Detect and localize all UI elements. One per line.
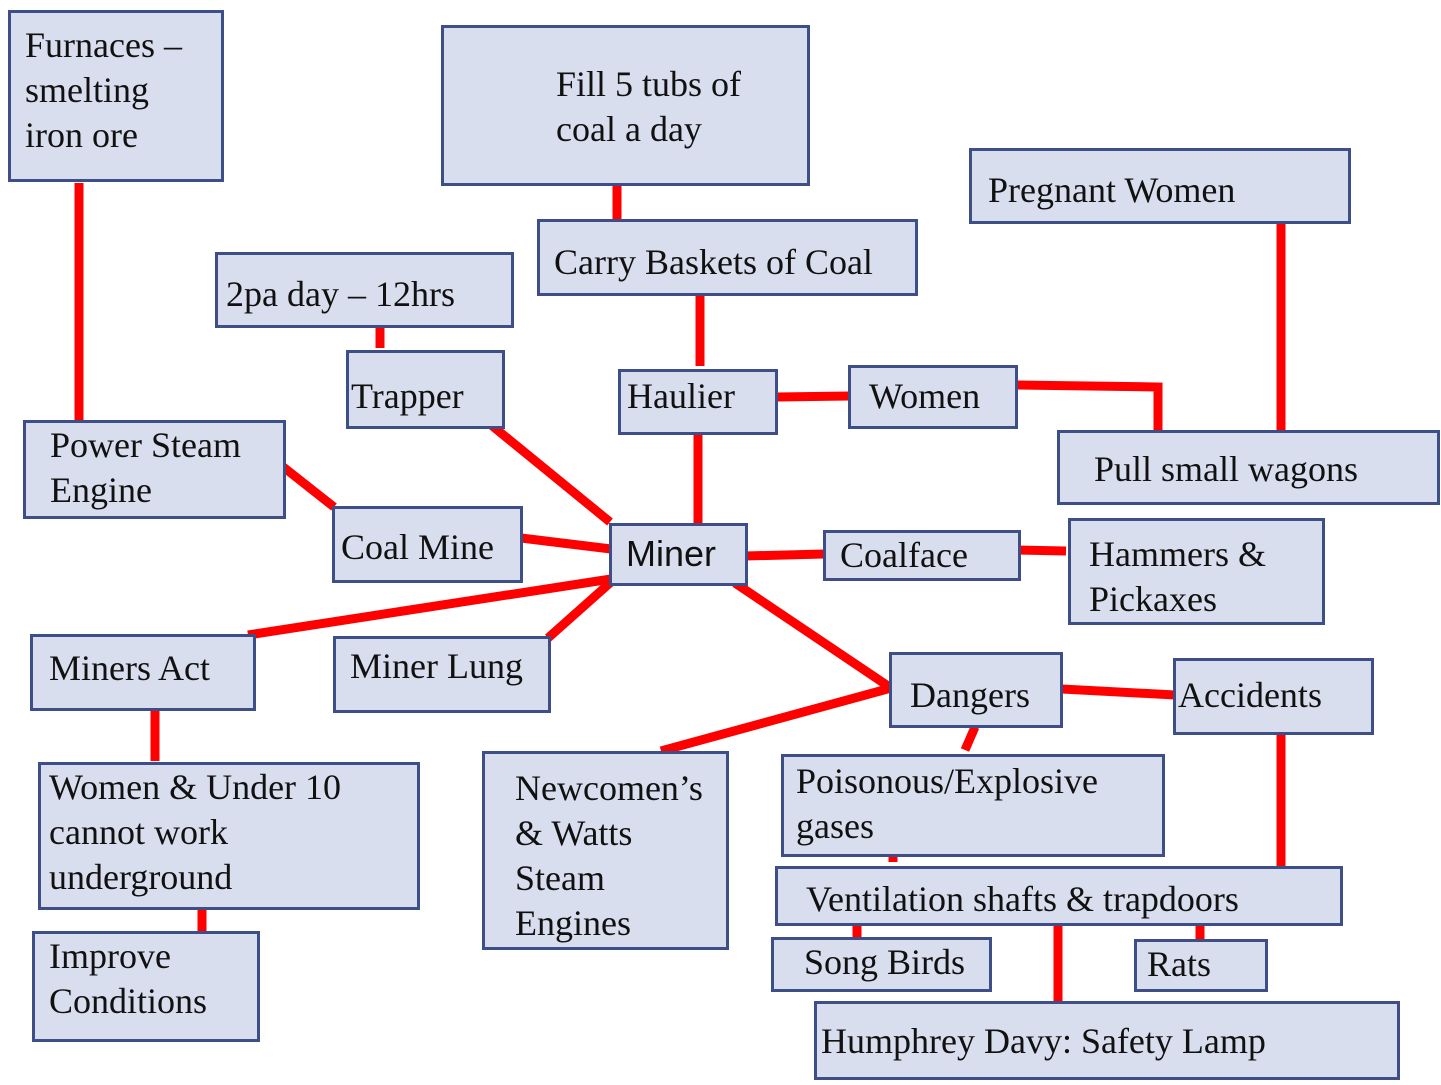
node-ventilation: Ventilation shafts & trapdoors [775,866,1343,926]
node-women-under10: Women & Under 10 cannot work underground [38,762,420,910]
link-trapper-miner [487,420,613,526]
link-coal-mine-miner [520,533,612,554]
link-miner-miners-act [247,574,612,640]
node-dangers: Dangers [889,652,1063,728]
node-pull-wagons: Pull small wagons [1057,430,1440,505]
link-dangers-newcomens [659,683,893,756]
node-newcomens: Newcomen’s & Watts Steam Engines [482,751,729,950]
node-women: Women [848,365,1018,429]
link-power-steam-coal-mine [279,462,337,511]
node-improve: Improve Conditions [32,931,260,1042]
node-pregnant-women: Pregnant Women [969,148,1351,224]
node-power-steam: Power Steam Engine [23,420,286,519]
node-coalface: Coalface [823,530,1021,581]
node-hammers: Hammers & Pickaxes [1068,518,1325,625]
link-miner-miner-lung [545,578,614,642]
node-coal-mine: Coal Mine [332,506,523,583]
node-gases: Poisonous/Explosive gases [781,754,1165,857]
link-dangers-gases [960,725,980,752]
link-dangers-accidents [1061,684,1176,700]
node-miner-lung: Miner Lung [333,636,551,713]
node-miners-act: Miners Act [30,634,256,711]
link-haulier-women [776,391,851,402]
link-women-pull-wagons [1016,380,1163,435]
node-miner: Miner [609,523,748,586]
node-rats: Rats [1134,939,1268,992]
node-carry-baskets: Carry Baskets of Coal [537,219,918,296]
node-haulier: Haulier [618,369,778,435]
link-miner-coalface [744,549,825,561]
link-coalface-hammers [1014,545,1067,556]
node-furnaces: Furnaces – smelting iron ore [8,10,224,182]
node-accidents: Accidents [1173,658,1374,735]
node-fill-tubs: Fill 5 tubs of coal a day [441,25,810,186]
node-trapper: Trapper [346,350,505,429]
node-song-birds: Song Birds [771,937,992,992]
node-davy-lamp: Humphrey Davy: Safety Lamp [814,1001,1400,1080]
link-miner-dangers [732,579,894,692]
node-pay: 2pa day – 12hrs [215,252,514,328]
